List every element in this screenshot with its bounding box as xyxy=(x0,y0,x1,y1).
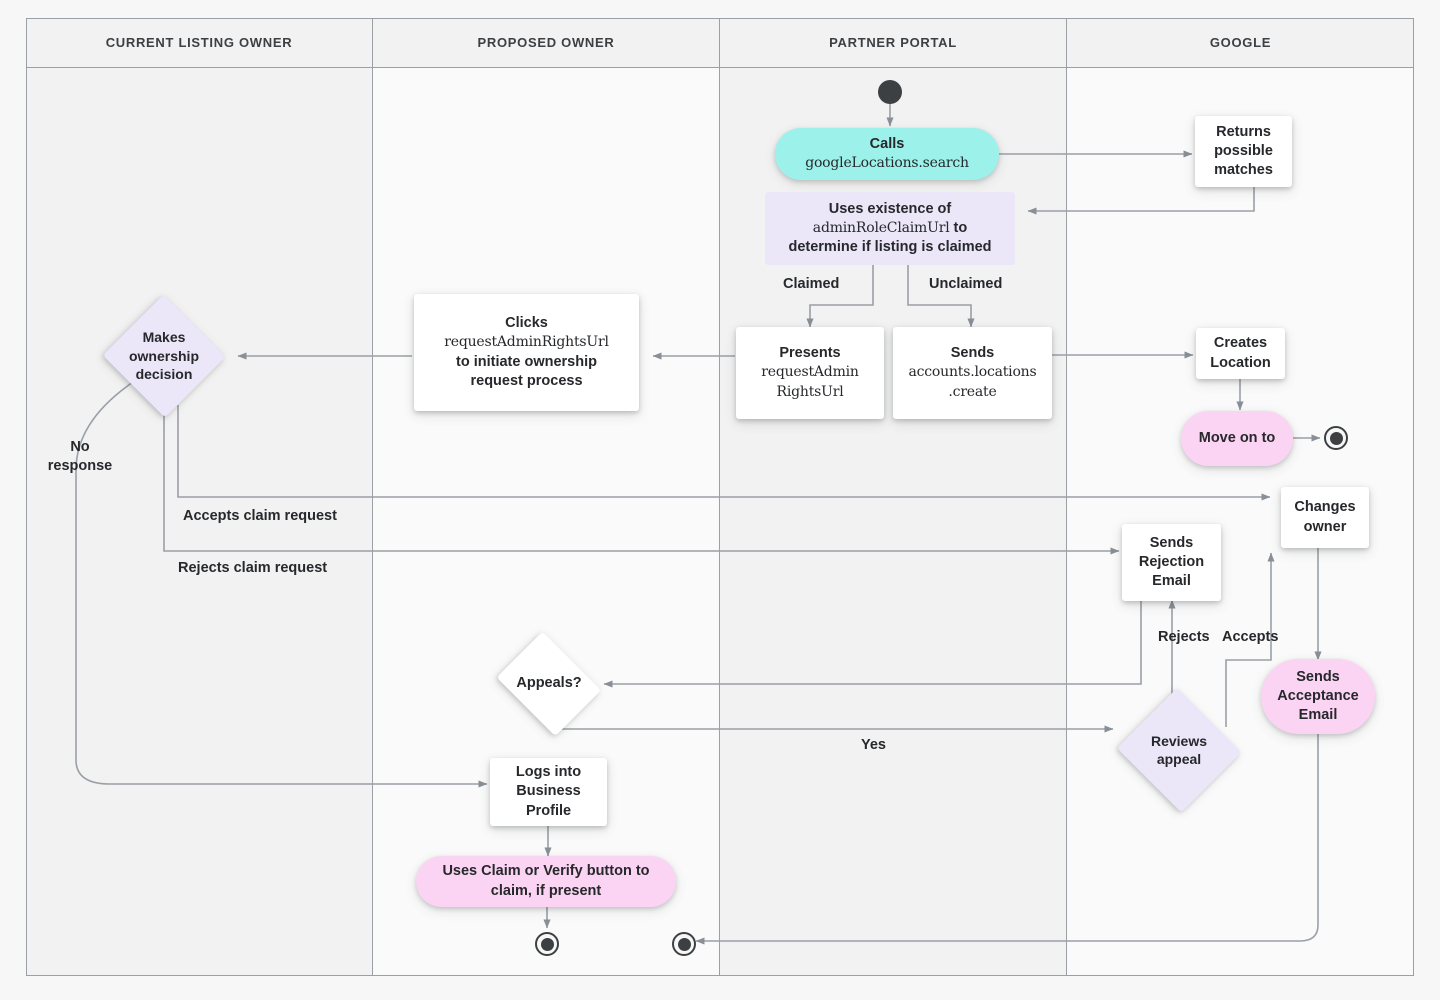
node-logs-into-business-profile[interactable]: Logs into Business Profile xyxy=(490,758,607,826)
node-line-1: Sends xyxy=(950,345,995,362)
node-move-on-to[interactable]: Move on to xyxy=(1181,411,1293,466)
node-line-1: Calls xyxy=(869,135,905,152)
node-uses-existence-of-admin-role-claim-url[interactable]: Uses existence of adminRoleClaimUrl to d… xyxy=(765,192,1015,265)
end-node-proposed-owner xyxy=(535,932,559,956)
node-line-4: request process xyxy=(470,372,583,389)
lane-body xyxy=(373,18,719,976)
node-line-2: adminRoleClaimUrl xyxy=(812,219,950,236)
node-line-2: accounts.locations xyxy=(908,364,1037,381)
node-line-3: RightsUrl xyxy=(776,383,844,400)
swimlane-proposed-owner: PROPOSED OWNER xyxy=(373,18,720,976)
node-line-4: determine if listing is claimed xyxy=(788,239,992,256)
node-label: Sends Rejection Email xyxy=(1138,534,1205,590)
edge-label-unclaimed: Unclaimed xyxy=(929,276,1003,292)
node-label: Creates Location xyxy=(1210,335,1271,371)
node-line-1: Clicks xyxy=(505,315,548,332)
node-label: Presents requestAdmin RightsUrl xyxy=(744,344,876,401)
node-label: Returns possible matches xyxy=(1214,123,1273,179)
node-label: Changes owner xyxy=(1294,499,1356,535)
lane-title: PROPOSED OWNER xyxy=(477,35,615,50)
node-line-1: Uses existence of xyxy=(828,200,952,217)
node-makes-ownership-decision[interactable]: Makes ownership decision xyxy=(102,294,226,418)
node-label: Uses existence of adminRoleClaimUrl to d… xyxy=(773,200,1007,257)
node-line-3: to xyxy=(949,219,968,236)
node-calls-google-locations-search[interactable]: Calls googleLocations.search xyxy=(775,128,999,180)
node-presents-request-admin-rights-url[interactable]: Presents requestAdmin RightsUrl xyxy=(736,327,884,419)
node-line-3: to initiate ownership xyxy=(456,353,597,370)
node-label: Move on to xyxy=(1198,429,1276,446)
node-returns-possible-matches[interactable]: Returns possible matches xyxy=(1195,116,1292,187)
node-label: Uses Claim or Verify button to claim, if… xyxy=(442,863,650,899)
lane-header: PROPOSED OWNER xyxy=(373,18,719,68)
node-line-1: Presents xyxy=(779,345,841,362)
lane-header: GOOGLE xyxy=(1067,18,1414,68)
start-node xyxy=(878,80,902,104)
node-clicks-request-admin-rights-url[interactable]: Clicks requestAdminRightsUrl to initiate… xyxy=(414,294,639,411)
node-creates-location[interactable]: Creates Location xyxy=(1196,328,1285,379)
node-label: Clicks requestAdminRightsUrl to initiate… xyxy=(422,314,631,391)
node-line-2: requestAdminRightsUrl xyxy=(444,334,609,351)
node-line-2: googleLocations.search xyxy=(805,155,969,171)
edge-label-accepts-claim-request: Accepts claim request xyxy=(183,508,337,524)
node-label: Reviews appeal xyxy=(1150,732,1208,767)
lane-header: PARTNER PORTAL xyxy=(720,18,1066,68)
node-label: Sends accounts.locations .create xyxy=(901,344,1044,401)
node-line-2: requestAdmin xyxy=(761,364,859,381)
node-label: Calls googleLocations.search xyxy=(783,135,991,173)
node-sends-accounts-locations-create[interactable]: Sends accounts.locations .create xyxy=(893,327,1052,419)
lane-title: PARTNER PORTAL xyxy=(829,35,957,50)
node-appeals-decision[interactable]: Appeals? xyxy=(490,631,608,737)
edge-label-no-response: No response xyxy=(47,439,113,474)
node-reviews-appeal[interactable]: Reviews appeal xyxy=(1115,688,1243,812)
end-node-partner-portal xyxy=(672,932,696,956)
edge-label-accepts: Accepts xyxy=(1222,629,1279,645)
edge-label-rejects: Rejects xyxy=(1158,629,1210,645)
node-label: Makes ownership decision xyxy=(128,329,199,383)
edge-label-claimed: Claimed xyxy=(783,276,840,292)
node-label: Sends Acceptance Email xyxy=(1277,668,1359,724)
edge-label-yes: Yes xyxy=(861,737,886,753)
node-line-3: .create xyxy=(948,383,997,400)
edge-label-rejects-claim-request: Rejects claim request xyxy=(178,560,328,576)
node-sends-acceptance-email[interactable]: Sends Acceptance Email xyxy=(1261,659,1375,734)
lane-title: CURRENT LISTING OWNER xyxy=(105,35,293,50)
lane-title: GOOGLE xyxy=(1209,35,1272,50)
swimlane-current-listing-owner: CURRENT LISTING OWNER xyxy=(26,18,373,976)
lane-header: CURRENT LISTING OWNER xyxy=(26,18,372,68)
end-node-google xyxy=(1324,426,1348,450)
lane-body xyxy=(26,18,372,976)
node-uses-claim-or-verify-button[interactable]: Uses Claim or Verify button to claim, if… xyxy=(416,856,676,907)
node-changes-owner[interactable]: Changes owner xyxy=(1281,487,1369,548)
node-label: Appeals? xyxy=(516,675,582,692)
node-label: Logs into Business Profile xyxy=(515,764,582,819)
node-sends-rejection-email[interactable]: Sends Rejection Email xyxy=(1122,524,1221,601)
